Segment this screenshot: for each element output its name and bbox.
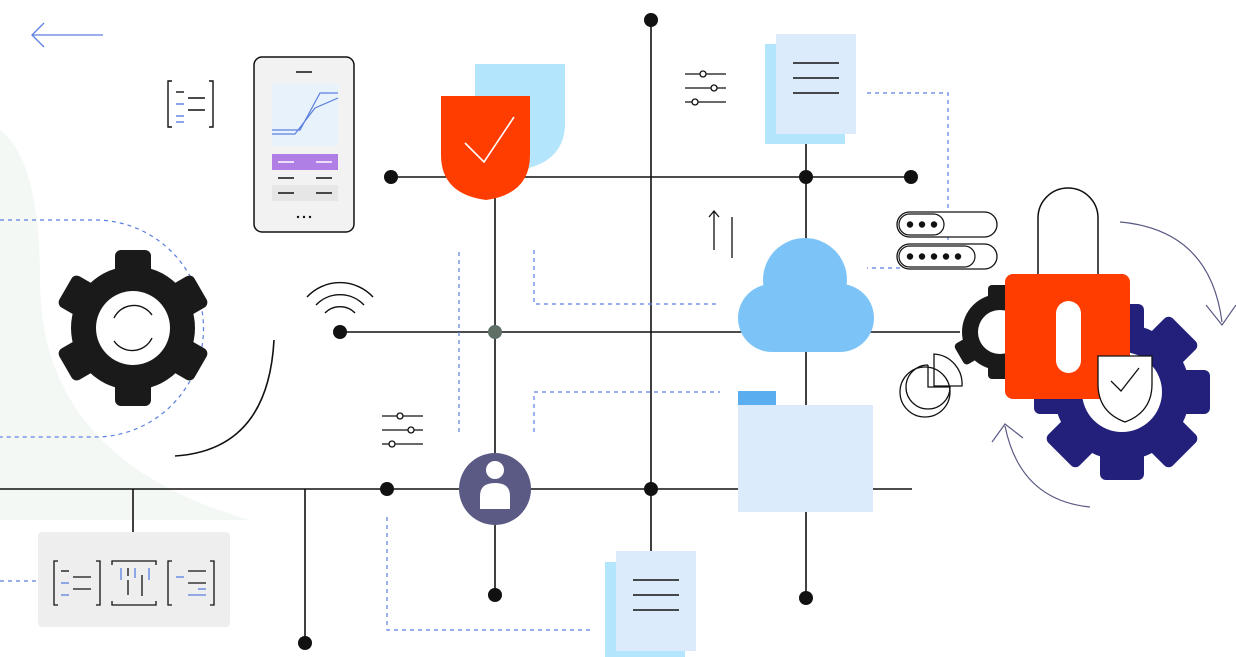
refresh-arrows-icon [991, 221, 1236, 508]
phone-icon [253, 56, 355, 233]
wifi-icon [306, 281, 374, 314]
padlock-icon [1005, 187, 1153, 423]
folder-icon [738, 391, 873, 512]
left-background [0, 130, 275, 520]
cloud-icon [738, 238, 874, 352]
shield-check-icon [441, 64, 565, 200]
code-panel [38, 532, 230, 627]
back-arrow-icon[interactable] [31, 22, 103, 48]
list-icon [167, 80, 214, 128]
sliders-icon[interactable] [685, 70, 726, 106]
gear-icon [58, 250, 208, 406]
upload-download-icon [708, 209, 733, 258]
document-icon [605, 551, 696, 657]
password-icon [896, 211, 998, 270]
document-icon [765, 34, 856, 144]
pie-chart-icon [899, 353, 963, 418]
junction-dots [298, 13, 918, 650]
sliders-icon[interactable] [382, 412, 423, 448]
user-avatar-icon[interactable] [459, 453, 531, 525]
